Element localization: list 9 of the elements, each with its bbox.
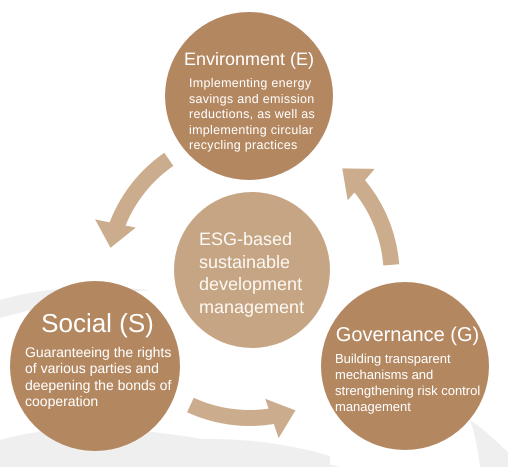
node-description: Guaranteeing the rights of various parties and deepening the bonds of cooperation [25,344,172,410]
node-title: Social (S) [41,308,154,338]
node-description: Implementing energy savings and emission reductions, as well as implementing circular recycling practices [189,76,316,154]
node-title: Environment (E) [184,48,314,70]
node-label: ESG-based sustainable development management [199,228,306,318]
curved-arrow [188,396,298,438]
node-title: Governance (G) [336,324,480,346]
curved-arrow [96,153,174,250]
node-description: Building transparent mechanisms and strengthening risk control management [335,351,482,415]
